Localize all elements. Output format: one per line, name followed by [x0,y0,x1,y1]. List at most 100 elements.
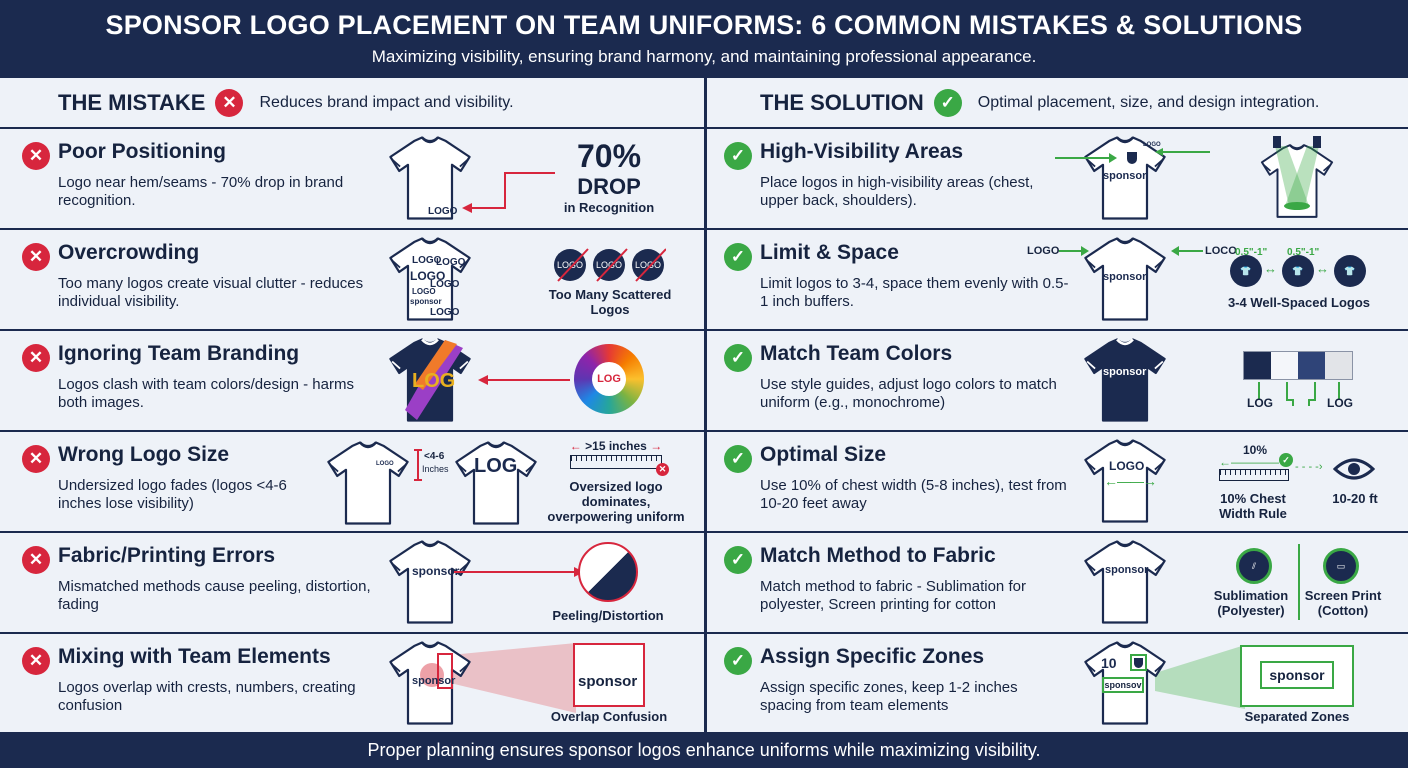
solution-2-visual: sponsor LOGO LOCO 0.5"-1" 0.5"-1" 👕 👕 👕 … [705,229,1408,329]
arrow-icon [1059,246,1203,256]
solution-row: ✓ Optimal Size Use 10% of chest width (5… [702,431,1402,531]
sublimation-icon: ⫽ [1236,548,1272,584]
crossed-logo-badge: LOGO [632,249,664,281]
visual-caption: Overlap Confusion [550,709,668,724]
row-description: Use style guides, adjust logo colors to … [760,376,1057,411]
ruler-icon [570,455,662,469]
ruler-icon [1219,469,1289,481]
shirt-illustration [384,134,476,222]
double-arrow-icon: ↔ [1264,261,1277,276]
strike-icon [557,248,666,282]
zoom-logo: sponsor [578,673,638,690]
row-title: Limit & Space [760,241,899,264]
shirt-logo: LOGO [376,461,394,467]
solution-row: ✓ High-Visibility Areas Place logos in h… [702,128,1402,228]
solution-row: ✓ Match Team Colors Use style guides, ad… [702,330,1402,430]
visual-caption: Oversized logo dominates, overpowering u… [547,479,685,524]
row-description: Logos clash with team colors/design - ha… [58,376,354,411]
distance-label: 10-20 ft [1332,491,1378,506]
mistake-6-visual: sponsor sponsor Overlap Confusion [0,633,705,733]
sponsor-zone: sponsov [1102,677,1144,693]
shirt-back-illustration [1257,142,1337,220]
visual-caption: 3-4 Well-Spaced Logos [1227,295,1371,310]
zoom-cone [450,643,576,713]
shirt-illustration [322,439,414,527]
shirt-logo: LOGO [436,257,466,268]
row-title: Assign Specific Zones [760,645,985,668]
mistake-1-visual: LOGO 70% DROP in Recognition [0,128,705,228]
shirt-logo: LOGO [428,206,458,217]
color-swatches [1243,351,1353,380]
arrow-icon [478,375,570,385]
shirt-illustration [384,538,476,626]
oversize-value: >15 inches [585,439,647,453]
shirt-logo: LOGO [410,269,446,283]
arrow-icon [462,172,555,213]
mistake-subheading: Reduces brand impact and visibility. [259,94,514,111]
mistake-row: ✕ Poor Positioning Logo near hem/seams -… [0,128,700,228]
shirt-illustration [450,439,542,527]
arrow-icon: ←———— [1219,455,1279,469]
visual-caption: 10% Chest Width Rule [1219,491,1287,521]
spotlight-icon [1273,136,1321,210]
visual-caption: Peeling/Distortion [552,608,664,623]
eye-icon [1333,458,1375,480]
visual-caption: Too Many Scattered Logos [548,287,672,317]
zone-diagram [1240,645,1354,707]
measure-icon [414,449,422,481]
x-circle-icon: ✕ [215,89,244,117]
row-description: Use 10% of chest width (5-8 inches), tes… [760,477,1067,512]
sublimation-label: Sublimation (Polyester) [1213,588,1289,618]
row-title: Poor Positioning [58,140,226,163]
x-circle-icon: ✕ [22,647,50,675]
crest-icon [1127,152,1137,164]
x-circle-icon: ✕ [22,344,50,372]
arrow-icon [1258,382,1340,406]
shirt-illustration [1079,336,1171,424]
peeling-detail [578,542,638,602]
row-description: Logos overlap with crests, numbers, crea… [58,679,356,714]
check-circle-icon: ✓ [724,344,752,372]
row-description: Mismatched methods cause peeling, distor… [58,578,371,613]
visual-caption: Separated Zones [1244,709,1350,724]
row-title: Optimal Size [760,443,887,466]
check-circle-icon: ✓ [724,243,752,271]
method-divider [1298,544,1300,620]
solution-column-header: THE SOLUTION ✓ Optimal placement, size, … [760,78,1319,128]
double-arrow-icon: ↔ [1316,261,1329,276]
row-title: Match Method to Fabric [760,544,996,567]
row-title: Wrong Logo Size [58,443,230,466]
shirt-logo: LOGO [430,307,460,318]
shirt-logo: sponsor [412,564,460,578]
check-circle-icon: ✓ [724,546,752,574]
shirt-logo: sponsor [412,675,456,687]
row-description: Limit logos to 3-4, space them evenly wi… [760,275,1069,310]
percent-label: 10% [1243,443,1268,457]
x-circle-icon: ✕ [22,243,50,271]
shirt-logo: LOGO [1143,142,1161,148]
row-description: Too many logos create visual clutter - r… [58,275,364,310]
stat-caption: in Recognition [563,200,655,215]
solution-heading: THE SOLUTION [760,90,924,115]
overlap-zoom [573,643,645,707]
color-swatch [1271,352,1298,379]
shirt-logo: LOG [412,370,456,392]
zoom-cone [1155,645,1245,709]
mistake-row: ✕ Wrong Logo Size Undersized logo fades … [0,431,700,531]
mistake-2-visual: LOGO LOGO LOGO LOGO LOGO LOGO sponsor LO… [0,229,705,329]
arrow-icon [454,567,584,577]
row-title: High-Visibility Areas [760,140,964,163]
spacing-label: 0.5"-1" [1235,247,1268,258]
mistake-3-visual: LOG LOG [0,330,705,430]
column-divider [704,78,707,732]
logo-label: LOG [1247,396,1273,410]
solution-1-visual: sponsor LOGO [705,128,1408,228]
solution-6-visual: 10 sponsov sponsor Separated Zones [705,633,1408,733]
header: SPONSOR LOGO PLACEMENT ON TEAM UNIFORMS:… [0,0,1408,78]
check-circle-icon: ✓ [724,142,752,170]
check-circle-icon: ✓ [724,647,752,675]
shirt-number: 10 [1101,655,1117,671]
solution-row: ✓ Match Method to Fabric Match method to… [702,532,1402,632]
logo-label: LOG [1327,396,1353,410]
row-title: Match Team Colors [760,342,953,365]
